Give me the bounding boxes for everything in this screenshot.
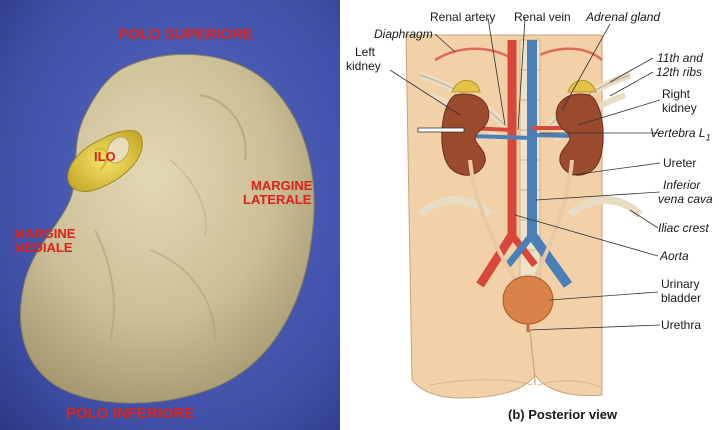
bladder-label-line1: Urinary <box>661 277 700 291</box>
margine-mediale-label-line1: MARGINE <box>14 227 75 241</box>
ribs-label-line2: 12th ribs <box>656 65 702 79</box>
vertebra-l1-text: Vertebra L <box>650 126 706 140</box>
urinary-bladder <box>503 276 553 324</box>
right-kidney-label-line1: Right <box>662 87 690 101</box>
bladder-label-line2: bladder <box>661 291 701 305</box>
margine-laterale-label-line1: MARGINE <box>251 179 312 193</box>
renal-artery-label: Renal artery <box>430 10 495 24</box>
figure-caption: (b) Posterior view <box>508 407 617 422</box>
diaphragm-label: Diaphragm <box>374 27 433 41</box>
kidney-specimen-photo: POLO SUPERIORE ILO MARGINE LATERALE MARG… <box>0 0 340 430</box>
vertebra-l1-label: Vertebra L1 <box>650 126 711 144</box>
polo-inferiore-label: POLO INFERIORE <box>66 405 194 422</box>
ivc-label-line1: Inferior <box>663 178 700 192</box>
iliac-crest-label: Iliac crest <box>658 221 709 235</box>
left-kidney-label-line2: kidney <box>346 59 381 73</box>
adrenal-gland-label: Adrenal gland <box>586 10 660 24</box>
margine-laterale-label-line2: LATERALE <box>243 193 311 207</box>
ureter-label: Ureter <box>663 156 696 170</box>
ribs-label-line1: 11th and <box>657 51 703 65</box>
ivc-label-line2: vena cava <box>658 192 713 206</box>
renal-vein-label: Renal vein <box>514 10 571 24</box>
specimen-illustration <box>0 0 340 430</box>
posterior-view-diagram: Renal artery Renal vein Adrenal gland Di… <box>340 0 719 430</box>
left-kidney-label-line1: Left <box>355 45 375 59</box>
aorta-label: Aorta <box>660 249 689 263</box>
vertebra-l1-subscript: 1 <box>706 132 711 142</box>
ilo-label: ILO <box>94 150 116 164</box>
margine-mediale-label-line2: MEDIALE <box>14 241 73 255</box>
polo-superiore-label: POLO SUPERIORE <box>118 26 253 43</box>
right-kidney-label-line2: kidney <box>662 101 697 115</box>
urethra-label: Urethra <box>661 318 701 332</box>
